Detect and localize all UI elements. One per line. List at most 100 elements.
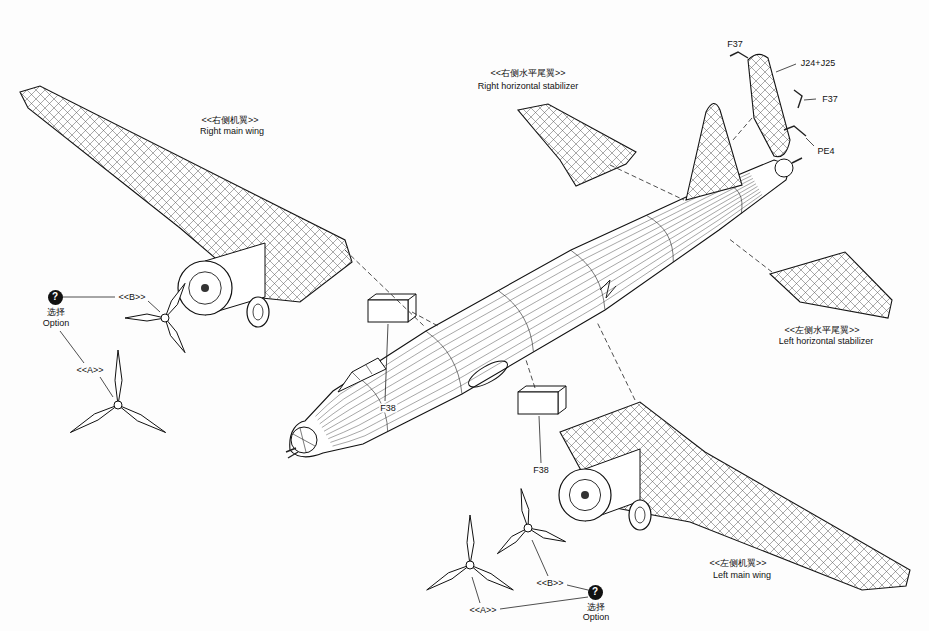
propeller-a [467,515,474,565]
part-name: <<右侧水平尾翼>> [489,69,566,78]
leader-line [806,138,814,146]
fuselage [290,160,788,457]
option-letter: <<A>> [468,606,497,615]
leader-line [776,64,796,72]
fuselage-stringer [322,181,755,427]
right-wheel-hub [253,304,263,320]
canopy [338,358,386,392]
left-main-wing-fabric [560,402,910,590]
assembly-line [412,312,438,326]
fuselage-window [465,356,511,392]
propeller-b [125,314,165,321]
part-f38-face [368,300,408,322]
propeller-a [118,405,166,433]
option-label: 选择 [46,308,66,317]
part-name: <<左侧水平尾翼>> [783,326,860,335]
callout-number: PE4 [816,147,835,156]
leader-line [63,297,115,298]
tail-turret [775,159,793,177]
propeller-b [497,528,528,554]
rudder [748,54,790,156]
fuselage-stringer [320,178,753,423]
propeller-a [115,350,122,405]
part-f38-face [518,392,558,414]
etched-part [784,126,806,136]
propeller-a [427,565,470,590]
callout-number: F37 [726,40,744,49]
part-name: Right horizontal stabilizer [477,82,580,91]
propeller-a [70,405,118,433]
turret-frame [300,428,306,452]
part-f38 [518,386,566,414]
small-part [730,52,748,58]
left-wheel-hub [635,507,645,523]
vertical-fin-fabric [686,103,742,200]
gun [792,158,802,163]
fuselage-frame [499,291,534,352]
fuselage-frame [426,331,462,393]
assembly-line [526,360,535,388]
propeller-b [165,318,185,353]
fuselage-stringer [330,192,760,443]
fuselage-stringer [326,186,757,435]
fuselage-stringer [328,189,759,439]
option-icon: ? [48,290,63,305]
assembly-line [345,250,424,326]
callout-number: F38 [379,404,397,413]
leader-line [472,577,480,603]
canopy-frame [352,372,360,380]
assembly-line [728,238,772,272]
propeller-a [470,565,513,590]
option-letter: <<B>> [535,579,564,588]
left-engine [559,469,611,521]
callout-number: F38 [532,466,550,475]
option-label: Option [42,319,71,328]
option-letter: <<A>> [75,366,104,375]
right-stabilizer [518,104,636,186]
propeller-b-hub [161,314,169,322]
left-main-wing [560,402,910,590]
option-label: 选择 [586,603,606,612]
left-engine-shaft [581,491,589,499]
leader-line [500,597,588,609]
leader-line [385,324,388,401]
rudder-fabric [748,54,790,156]
part-f38 [368,294,416,322]
leader-line [100,377,113,397]
right-engine [178,261,232,315]
part-name: Left horizontal stabilizer [778,337,875,346]
propeller-a-hub [114,401,122,409]
part-name: Left main wing [712,571,772,580]
fuselage-stringer [333,194,763,446]
propeller-a-hub [466,561,474,569]
option-mark: ? [52,292,58,302]
right-engine-shaft [201,284,209,292]
leader-line [60,331,84,363]
fuselage-stringer [315,173,749,416]
fuselage-frame [647,215,674,262]
option-letter: <<B>> [117,293,146,302]
assembly-line [610,165,684,200]
left-wheel [629,500,651,530]
leader-line [804,99,816,100]
fuselage-stringer [324,184,756,432]
gun [286,448,296,452]
leader-line [539,416,541,463]
left-stabilizer [770,252,892,318]
callout-number: J24+J25 [800,59,836,68]
gun [288,452,298,458]
option-icon: ? [588,585,603,600]
part-name: <<左侧机翼>> [708,559,767,568]
propeller-b [528,528,566,542]
leader-line [567,585,588,590]
right-wheel [247,297,269,327]
fuselage-frame [571,250,605,309]
leader-line [148,301,160,312]
canopy-frame [366,365,372,374]
option-label: Option [582,613,611,622]
fuselage-stringer [318,176,752,420]
part-name: <<右侧机翼>> [200,116,259,125]
left-stabilizer-fabric [770,252,892,318]
right-engine-cowl [189,272,221,304]
